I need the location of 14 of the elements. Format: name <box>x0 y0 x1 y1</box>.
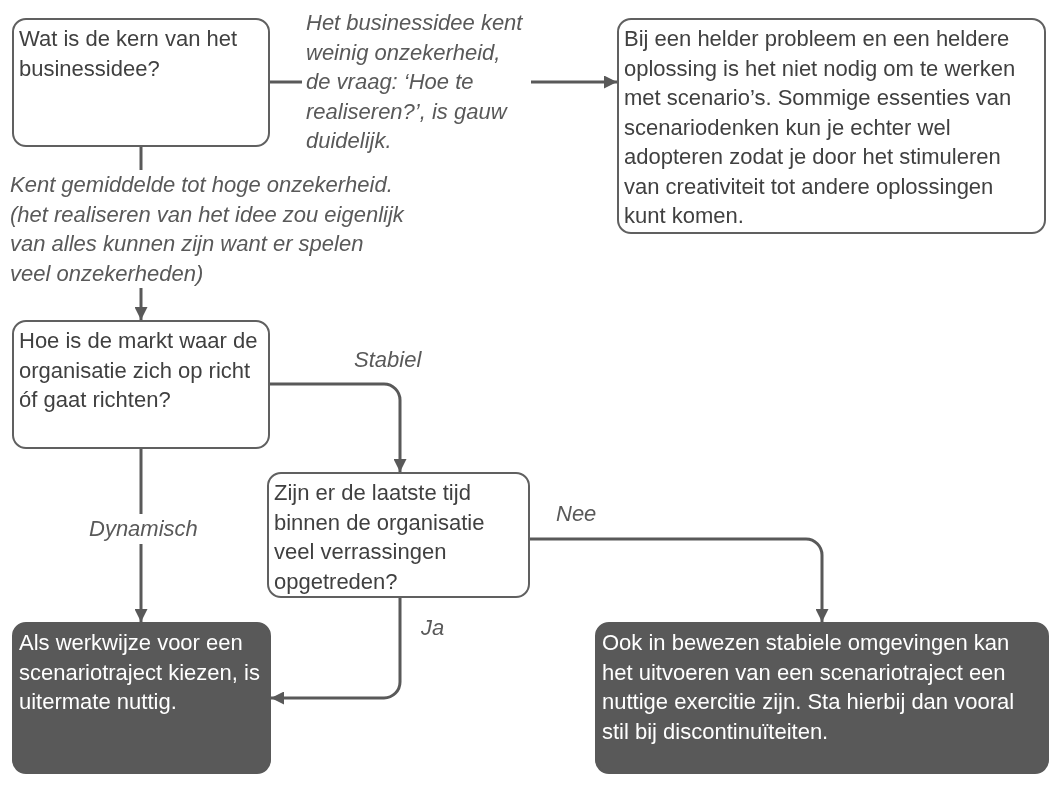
outcome-box <box>12 622 271 774</box>
question-box <box>12 18 270 147</box>
arrow <box>530 537 829 622</box>
outcome-box <box>595 622 1049 774</box>
box-text: Wat is de kern van het businessidee? <box>19 25 239 83</box>
arrow <box>271 598 402 705</box>
question-box <box>12 320 270 449</box>
question-box <box>267 472 530 598</box>
box-text: Ook in bewezen stabiele omgevingen kan het uitvoeren van een scenariotraject een nuttige exercitie zijn. Sta hierbij dan vooral stil bij discontinuïteiten. <box>602 629 1016 746</box>
box-text: Bij een helder probleem en een heldere oplossing is het niet nodig om te werken met scenario’s. Sommige essenties van scenariodenken kun je echter wel adopteren zodat je door het stimuleren van creativiteit tot andere oplossingen kunt komen. <box>624 25 1017 230</box>
box-text: Als werkwijze voor een scenariotraject kiezen, is uitermate nuttig. <box>19 629 261 716</box>
arrow <box>270 382 407 472</box>
box-text: Zijn er de laatste tijd binnen de organisatie veel verrassingen opgetreden? <box>274 479 486 596</box>
box-text: Hoe is de markt waar de organisatie zich op richt óf gaat richten? <box>19 327 259 414</box>
